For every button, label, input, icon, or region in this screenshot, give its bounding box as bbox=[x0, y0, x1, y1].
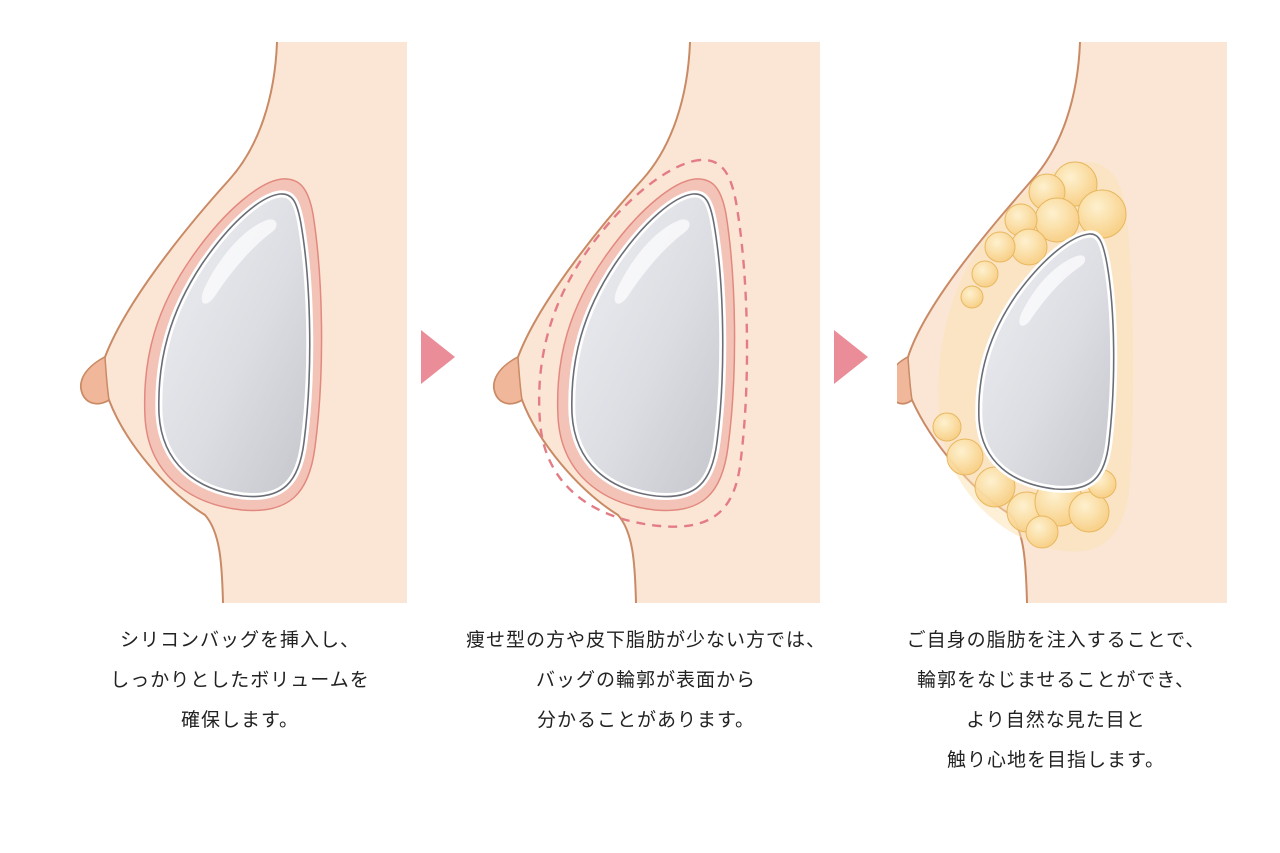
fat-globule bbox=[1077, 189, 1127, 239]
caption-step-3: ご自身の脂肪を注入することで、 輪郭をなじませることができ、 より自然な見た目と… bbox=[846, 620, 1266, 780]
implant-highlight bbox=[201, 219, 277, 304]
caption-line: 輪郭をなじませることができ、 bbox=[916, 669, 1196, 691]
fat-globule bbox=[984, 231, 1016, 263]
chevron-right-icon bbox=[421, 330, 455, 384]
nipple bbox=[493, 355, 523, 405]
diagram-implant-only bbox=[77, 42, 407, 603]
caption-step-1: シリコンバッグを挿入し、 しっかりとしたボリュームを 確保します。 bbox=[30, 620, 450, 740]
caption-line: ご自身の脂肪を注入することで、 bbox=[906, 629, 1206, 651]
caption-line: バッグの輪郭が表面から bbox=[535, 669, 756, 691]
diagram-visible-contour bbox=[490, 42, 820, 603]
nipple bbox=[80, 355, 110, 405]
dashed-contour-line bbox=[538, 158, 749, 528]
implant-highlight bbox=[614, 219, 690, 304]
fat-globule bbox=[974, 466, 1016, 508]
implant-highlight bbox=[1019, 255, 1086, 326]
fat-globule bbox=[932, 412, 962, 442]
caption-line: シリコンバッグを挿入し、 bbox=[119, 629, 360, 651]
fat-globule bbox=[1068, 491, 1110, 533]
chevron-right-icon bbox=[834, 330, 868, 384]
fat-globule bbox=[1025, 515, 1059, 549]
caption-line: より自然な見た目と bbox=[966, 709, 1146, 731]
fat-globule bbox=[960, 285, 984, 309]
caption-line: 分かることがあります。 bbox=[536, 709, 756, 731]
caption-line: 痩せ型の方や皮下脂肪が少ない方では、 bbox=[465, 629, 826, 651]
nipple bbox=[897, 355, 913, 405]
fat-globule bbox=[971, 260, 999, 288]
diagram-fat-injection bbox=[897, 42, 1227, 603]
caption-line: しっかりとしたボリュームを bbox=[110, 669, 370, 691]
fat-globule bbox=[946, 438, 984, 476]
caption-line: 確保します。 bbox=[180, 709, 300, 731]
fat-globule bbox=[1010, 228, 1048, 266]
caption-step-2: 痩せ型の方や皮下脂肪が少ない方では、 バッグの輪郭が表面から 分かることがありま… bbox=[436, 620, 856, 740]
caption-line: 触り心地を目指します。 bbox=[946, 749, 1166, 771]
